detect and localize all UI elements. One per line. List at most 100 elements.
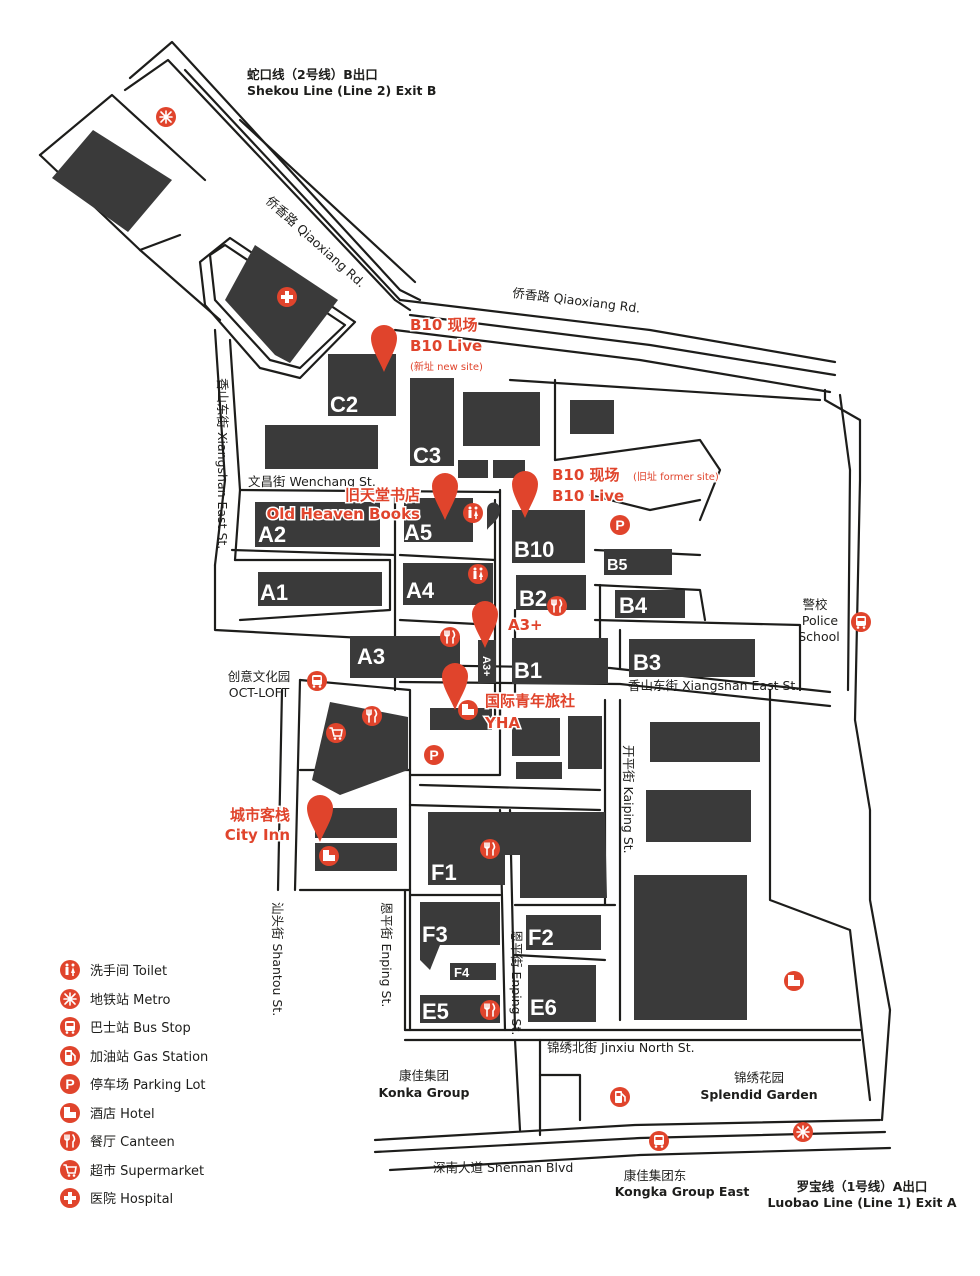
legend-item-label: 酒店 Hotel (90, 1107, 155, 1122)
police-school-en-2: School (798, 629, 840, 644)
building-b3: B3 (633, 650, 661, 675)
konka-group-en: Konka Group (379, 1085, 470, 1100)
legend-item-label: 医院 Hospital (90, 1192, 173, 1207)
building-c3: C3 (413, 443, 441, 468)
bus-stop-icon[interactable] (851, 612, 871, 632)
toilet-icon[interactable] (468, 564, 488, 584)
canteen-icon[interactable] (479, 999, 501, 1021)
legend-hotel-icon (60, 1103, 80, 1123)
building-e5: E5 (422, 999, 449, 1024)
building-f2: F2 (528, 925, 554, 950)
metro-shekou-exit-zh: 蛇口线（2号线）B出口 (247, 67, 378, 82)
hotel-icon[interactable] (458, 700, 478, 720)
canteen-icon[interactable] (439, 626, 461, 648)
building-b2: B2 (519, 586, 547, 611)
building-b5: B5 (607, 557, 628, 574)
bus-stop-icon[interactable] (649, 1131, 669, 1151)
building-a2: A2 (258, 522, 286, 547)
b10-new-note: (新址 new site) (410, 360, 483, 373)
metro-luobao-exit-zh: 罗宝线（1号线）A出口 (797, 1179, 928, 1194)
street-xiangshan-east-horizontal: 香山东街 Xiangshan East St. (628, 678, 799, 693)
splendid-garden-en: Splendid Garden (700, 1087, 817, 1102)
building-b1: B1 (514, 658, 542, 683)
a3-plus-label: A3+ (508, 616, 543, 634)
legend-item-label: 餐厅 Canteen (90, 1134, 175, 1150)
yha-en: YHA (484, 714, 520, 732)
oct-loft-en: OCT-LOFT (229, 685, 290, 700)
gas-station-icon[interactable] (609, 1086, 631, 1108)
building-e6: E6 (530, 995, 557, 1020)
b10-new-zh: B10 现场 (410, 316, 478, 334)
building-a3: A3 (357, 644, 385, 669)
legend-toilet-icon (60, 960, 80, 980)
legend-hospital-icon (60, 1188, 80, 1208)
legend-canteen-icon (59, 1130, 81, 1152)
old-heaven-en: Old Heaven Books (266, 505, 420, 523)
parking-icon[interactable] (610, 515, 630, 535)
police-school-en-1: Police (802, 613, 839, 628)
building-a1: A1 (260, 580, 288, 605)
street-enping-2: 恩平街 Enping St. (509, 930, 524, 1035)
building-f4: F4 (454, 965, 470, 980)
hotel-icon[interactable] (319, 846, 339, 866)
building-f1: F1 (431, 860, 457, 885)
b10-old-zh: B10 现场 (552, 466, 620, 484)
street-shantou: 汕头街 Shantou St. (270, 902, 285, 1016)
legend-item-label: 加油站 Gas Station (90, 1050, 208, 1065)
legend-gas-station-icon (59, 1045, 81, 1067)
konka-group-zh: 康佳集团 (399, 1068, 449, 1083)
building-a3-plus: A3+ (480, 656, 492, 677)
konka-east-en: Kongka Group East (615, 1184, 750, 1199)
metro-luobao-exit-en: Luobao Line (Line 1) Exit A (767, 1195, 956, 1210)
legend-metro-icon (59, 988, 81, 1010)
old-heaven-zh: 旧天堂书店 (345, 486, 420, 504)
building-c2: C2 (330, 392, 358, 417)
poi-labels: B10 现场 B10 Live (新址 new site) B10 现场 (旧址… (223, 315, 720, 846)
building-a4: A4 (406, 578, 435, 603)
b10-old-note: (旧址 former site) (633, 470, 719, 483)
parking-icon[interactable] (424, 745, 444, 765)
legend-item-label: 地铁站 Metro (90, 993, 171, 1008)
canteen-icon[interactable] (546, 595, 568, 617)
building-labels: C2 C3 A2 A5 A1 A4 A3 A3+ B10 B5 B2 B4 B1… (258, 392, 661, 1024)
place-labels: 蛇口线（2号线）B出口 Shekou Line (Line 2) Exit B … (228, 67, 957, 1210)
konka-east-zh: 康佳集团东 (624, 1168, 687, 1183)
b10-new-en: B10 Live (410, 337, 482, 355)
metro-icon[interactable] (155, 106, 177, 128)
building-a5: A5 (404, 520, 432, 545)
legend-supermarket-icon (59, 1159, 81, 1181)
legend-item-label: 洗手间 Toilet (90, 964, 167, 979)
legend-item-label: 超市 Supermarket (90, 1163, 204, 1179)
toilet-icon[interactable] (463, 503, 483, 523)
b10-old-en: B10 Live (552, 487, 624, 505)
street-enping-1: 恩平街 Enping St. (379, 902, 394, 1007)
street-kaiping: 开平街 Kaiping St. (621, 745, 636, 854)
supermarket-icon[interactable] (325, 722, 347, 744)
street-wenchang: 文昌街 Wenchang St. (248, 474, 376, 489)
legend: 洗手间 Toilet 地铁站 Metro 巴士站 Bus Stop 加油站 Ga… (59, 960, 208, 1208)
hotel-icon[interactable] (784, 971, 804, 991)
metro-shekou-exit-en: Shekou Line (Line 2) Exit B (247, 83, 436, 98)
city-inn-zh: 城市客栈 (230, 806, 290, 824)
police-school-zh: 警校 (802, 597, 828, 612)
street-shennan: 深南大道 Shennan Blvd (433, 1160, 573, 1175)
yha-zh: 国际青年旅社 (485, 692, 575, 710)
legend-bus-stop-icon (60, 1017, 80, 1037)
city-inn-en: City Inn (225, 826, 290, 844)
street-xiangshan-east-vertical: 香山东街 Xiangshan East St. (215, 378, 230, 549)
legend-item-label: 巴士站 Bus Stop (90, 1021, 191, 1036)
buildings (52, 130, 760, 1023)
hospital-icon[interactable] (277, 287, 297, 307)
legend-item-label: 停车场 Parking Lot (90, 1077, 206, 1093)
metro-icon[interactable] (792, 1121, 814, 1143)
building-b4: B4 (619, 593, 648, 618)
bus-stop-icon[interactable] (307, 671, 327, 691)
canteen-icon[interactable] (361, 705, 383, 727)
splendid-garden-zh: 锦绣花园 (734, 1070, 784, 1085)
street-qiaoxiang-horizontal: 侨香路 Qiaoxiang Rd. (512, 285, 642, 316)
legend-parking-icon (60, 1074, 80, 1094)
oct-loft-zh: 创意文化园 (228, 669, 291, 684)
canteen-icon[interactable] (479, 838, 501, 860)
building-f3: F3 (422, 922, 448, 947)
